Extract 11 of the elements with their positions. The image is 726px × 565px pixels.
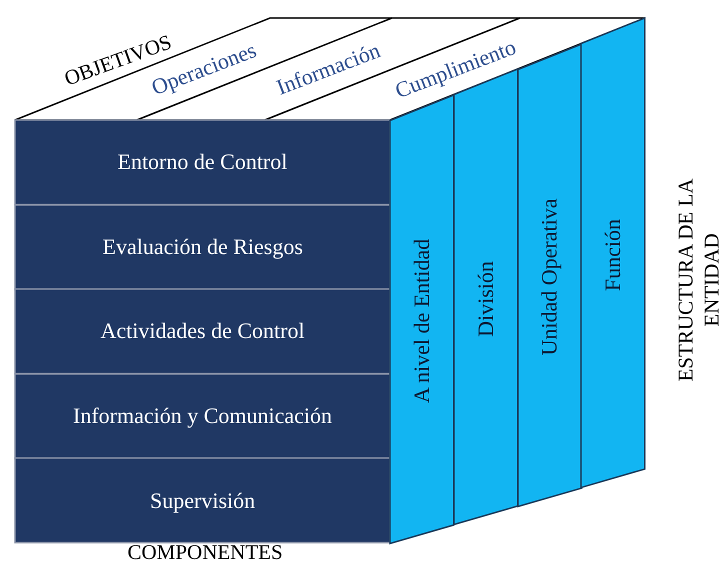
component-label: Evaluación de Riesgos <box>102 234 303 260</box>
axis-title: COMPONENTES <box>128 540 283 564</box>
structure-label: Función <box>600 218 626 291</box>
structure-label: A nivel de Entidad <box>409 238 436 403</box>
component-label: Supervisión <box>150 488 256 514</box>
component-label: Actividades de Control <box>100 318 305 344</box>
axis-title: ESTRUCTURA DE LA ENTIDAD <box>672 178 724 384</box>
component-label: Entorno de Control <box>118 149 288 176</box>
structure-label: Unidad Operativa <box>536 198 562 356</box>
component-label: Información y Comunicación <box>73 403 332 430</box>
structure-label: División <box>472 260 499 336</box>
